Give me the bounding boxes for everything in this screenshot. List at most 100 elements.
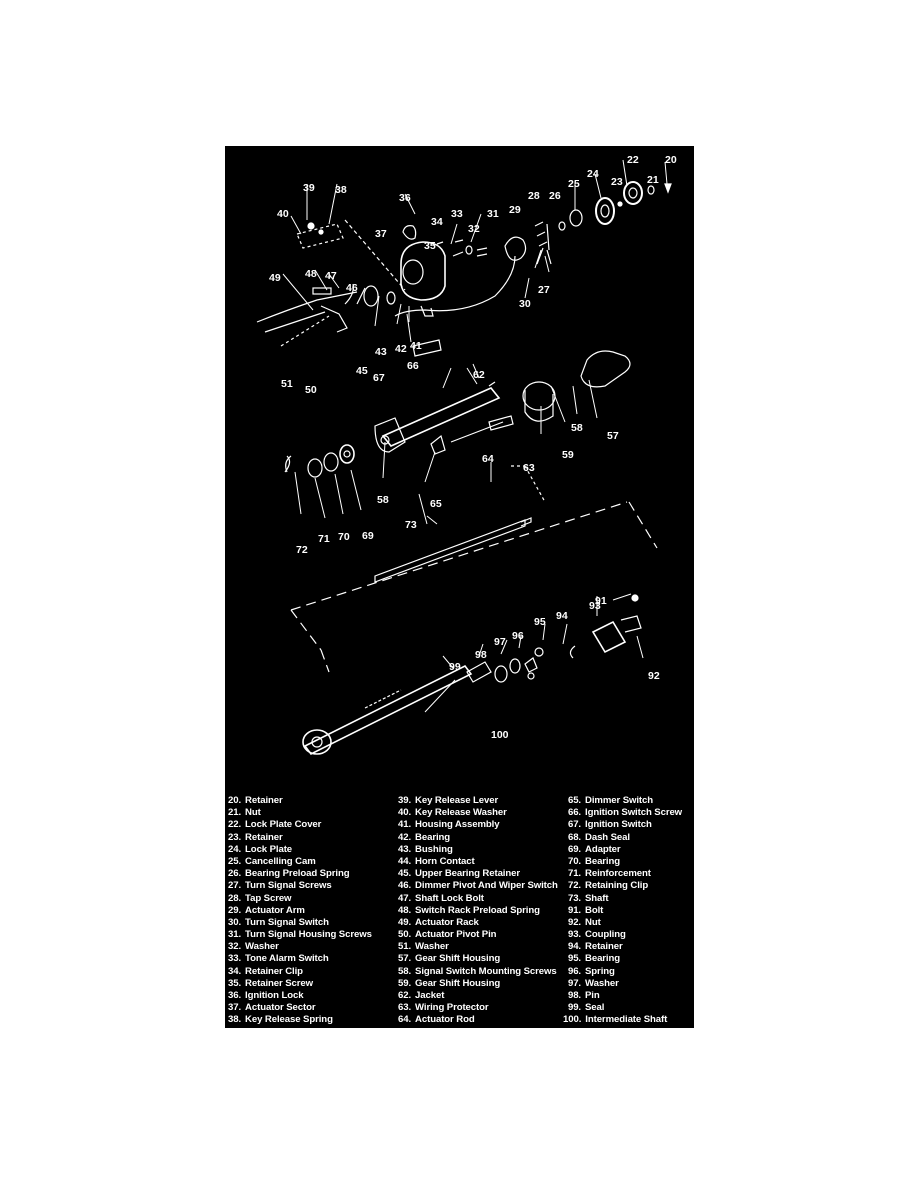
legend-item-name: Shaft — [585, 892, 609, 904]
legend-item-number: 68. — [567, 831, 581, 843]
legend-item-name: Gear Shift Housing — [415, 977, 501, 989]
legend-item: 45.Upper Bearing Retainer — [398, 868, 568, 880]
legend-item-name: Lock Plate — [245, 843, 293, 855]
legend-item-number: 66. — [567, 807, 581, 819]
coupling-part — [494, 594, 642, 683]
legend-item-number: 45. — [398, 868, 412, 880]
legend-item: 93.Coupling — [563, 929, 694, 941]
legend-item-name: Bearing — [585, 953, 621, 965]
intermediate-shaft-part — [302, 661, 492, 756]
legend-item-number: 32. — [228, 941, 242, 953]
legend-item: 41.Housing Assembly — [398, 819, 568, 831]
legend-item-number: 71. — [567, 868, 581, 880]
callout-number: 32 — [468, 223, 480, 235]
legend-item: 96. Spring — [563, 966, 694, 978]
legend-item: 26.Bearing Preload Spring — [228, 868, 393, 880]
callout-number: 59 — [562, 449, 574, 461]
legend-item: 57.Gear Shift Housing — [398, 953, 568, 965]
legend-item-name: Cancelling Cam — [245, 855, 316, 867]
legend-item-name: Pin — [585, 990, 600, 1001]
legend-item: 58.Signal Switch Mounting Screws — [398, 966, 568, 978]
legend-item-number: 63. — [398, 1002, 412, 1014]
legend-item: 99.Seal — [563, 1002, 694, 1014]
callout-number: 98 — [475, 649, 487, 661]
legend-item-number: 37. — [228, 1002, 242, 1014]
legend-item-number: 36. — [228, 990, 242, 1001]
legend-item-name: Wiring Protector — [415, 1002, 489, 1014]
legend-item-number: 44. — [398, 855, 412, 867]
legend-item-number: 29. — [228, 904, 242, 916]
legend-item-number: 43. — [398, 843, 412, 855]
legend-item-name: Actuator Rod — [415, 1014, 475, 1026]
legend-item-name: Actuator Sector — [245, 1002, 316, 1014]
legend-item: 42.Bearing — [398, 832, 568, 844]
legend-item: 29.Actuator Arm — [228, 905, 393, 917]
legend-item-number: 39. — [398, 795, 412, 806]
jacket-part — [374, 339, 514, 455]
legend-item-name: Dash Seal — [585, 831, 630, 843]
actuator-rack-part — [256, 283, 358, 347]
legend-item-name: Shaft Lock Bolt — [415, 892, 484, 904]
callout-number: 49 — [269, 272, 281, 284]
legend-item-number: 59. — [398, 977, 412, 989]
lock-plate-cover-part — [623, 181, 672, 205]
callout-number: 50 — [305, 384, 317, 396]
legend-item: 43.Bushing — [398, 844, 568, 856]
legend-item-name: Ignition Switch Screw — [585, 807, 683, 819]
legend-item: 47.Shaft Lock Bolt — [398, 893, 568, 905]
legend-item-number: 57. — [398, 953, 412, 965]
retainer-screws-part — [436, 239, 488, 257]
legend-item-name: Turn Signal Screws — [245, 880, 332, 892]
callout-number: 99 — [449, 661, 461, 673]
callout-number: 35 — [424, 240, 436, 252]
callout-number: 28 — [528, 190, 540, 202]
leader-lines — [282, 159, 668, 713]
key-release-parts — [296, 222, 344, 249]
legend-item: 39.Key Release Lever — [398, 795, 568, 807]
legend-item: 97.Washer — [563, 978, 694, 990]
legend-item: 30.Turn Signal Switch — [228, 917, 393, 929]
callout-number: 25 — [568, 178, 580, 190]
bearing-bushing-part — [356, 285, 396, 307]
legend-item-number: 96. — [567, 965, 581, 977]
legend-item-name: Gear Shift Housing — [415, 953, 501, 965]
legend-item-name: Retainer Clip — [245, 965, 303, 977]
legend-item-name: Retainer Screw — [245, 977, 313, 989]
callout-number: 40 — [277, 208, 289, 220]
legend-item-number: 70. — [567, 855, 581, 867]
legend-item-number: 27. — [228, 880, 242, 892]
legend-item: 68. Dash Seal — [563, 832, 694, 844]
legend-item: 69.Adapter — [563, 844, 694, 856]
callout-number: 30 — [519, 298, 531, 310]
legend-item-name: Spring — [585, 965, 615, 977]
legend-item-number: 24. — [228, 843, 242, 855]
callout-number: 27 — [538, 284, 550, 296]
callout-number: 97 — [494, 636, 506, 648]
legend-item-name: Signal Switch Mounting Screws — [415, 965, 557, 977]
callout-number: 66 — [407, 360, 419, 372]
turn-signal-switch-part — [394, 221, 552, 317]
legend-item-number: 35. — [228, 977, 242, 989]
legend-item: 24.Lock Plate — [228, 844, 393, 856]
legend-item-number: 47. — [398, 892, 412, 904]
adapter-bearing-part — [284, 444, 355, 478]
legend-item-name: Key Release Lever — [415, 795, 499, 806]
legend-item: 23.Retainer — [228, 832, 393, 844]
lock-plate-part — [595, 197, 623, 225]
callout-number: 96 — [512, 630, 524, 642]
legend-item: 36.Ignition Lock — [228, 990, 393, 1002]
callout-number: 47 — [325, 270, 337, 282]
callout-number: 95 — [534, 616, 546, 628]
legend-item-name: Retainer — [245, 831, 283, 843]
legend-item: 65.Dimmer Switch — [563, 795, 694, 807]
legend-item: 48.Switch Rack Preload Spring — [398, 905, 568, 917]
gear-shift-housing-part — [522, 350, 631, 422]
legend-item-number: 28. — [228, 892, 242, 904]
legend-item-name: Actuator Arm — [245, 904, 305, 916]
callout-number: 73 — [405, 519, 417, 531]
legend-item-number: 46. — [398, 880, 412, 892]
legend-item: 62.Jacket — [398, 990, 568, 1002]
